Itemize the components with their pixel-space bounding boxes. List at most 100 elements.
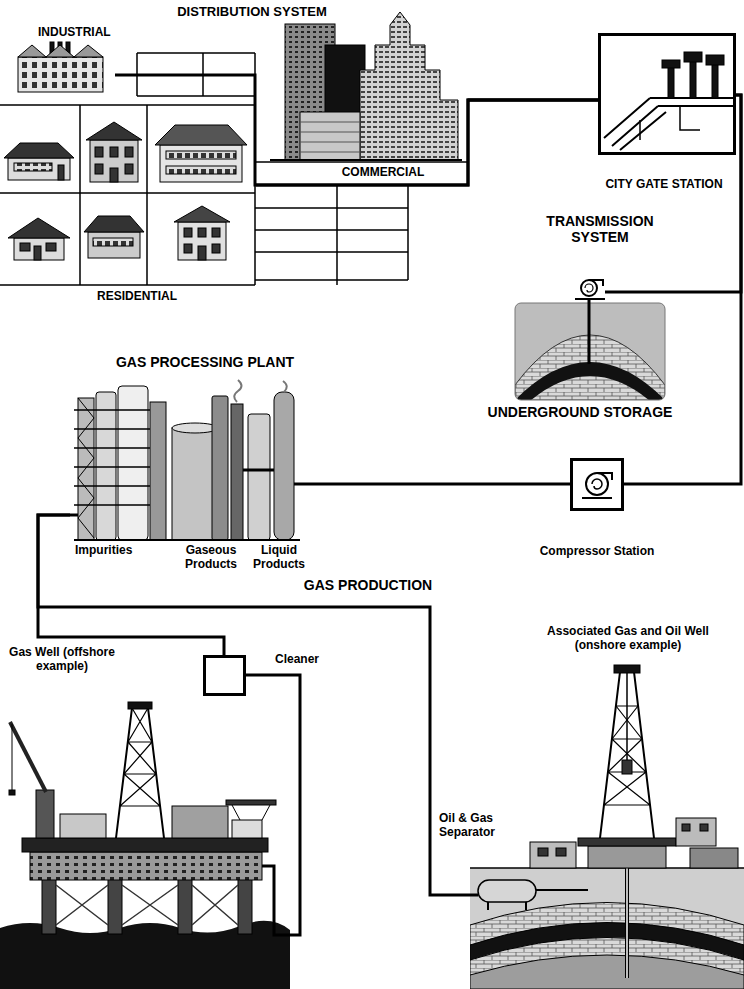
label-text: Cleaner [275,653,322,667]
city-gate-station: CITY GATE STATION [598,33,736,155]
residential-houses-art [125,164,133,174]
gas-processing-plant-art [70,380,310,540]
text-holder: Gaseous Products [184,544,239,572]
city-gate-piping-art [650,98,733,106]
label-text: COMMERCIAL [341,166,426,180]
gas-processing-plant-art [150,402,166,540]
underground-storage-art [575,298,605,300]
onshore-well-art [626,673,628,760]
gas-processing-plant-art [231,404,243,540]
text-holder: Associated Gas and Oil Well (onshore exa… [546,625,710,653]
commercial-building-art [300,112,360,160]
offshore-platform-art [42,878,56,934]
onshore-well-art [700,824,708,831]
residential-houses-art [212,244,220,253]
residential-houses-art [58,165,64,180]
label-text: UNDERGROUND STORAGE [487,404,674,420]
commercial-building: COMMERCIAL [255,10,468,182]
offshore-platform-art [178,878,192,934]
gas-processing-plant-art [294,483,310,486]
underground-storage-art [515,280,682,415]
industrial-building-art [18,42,103,92]
commercial-building-art [270,159,462,161]
residential-houses-art [4,122,247,260]
onshore-well-art [470,868,744,989]
offshore-platform-art [10,722,46,792]
gas-processing-plant-art [283,381,287,392]
city-gate-piping-art [712,60,718,98]
gas-processing-plant-art [96,392,116,540]
onshore-well-art [600,672,654,838]
residential-houses-art [90,140,138,182]
offshore-platform-art [60,814,106,838]
onshore-well-art [470,903,744,989]
onshore-well-art [614,665,640,673]
gas-processing-plant-art [172,423,218,433]
text-holder: Gas Well (offshore example) [7,646,117,674]
compressor-symbol-art [597,473,612,480]
onshore-well-art [470,665,744,989]
residential-houses-art [20,243,30,251]
gas-processing-plant-art [234,380,241,402]
cleaner-box: Cleaner [203,655,246,696]
city-gate-piping-art [640,106,700,140]
text-holder: DISTRIBUTION SYSTEM [176,5,328,20]
residential-houses-art [166,166,236,174]
onshore-well-art [478,880,536,902]
residential-houses-art [46,243,56,251]
residential-houses-art [86,122,142,140]
onshore-well-art [470,894,478,897]
text-holder: INDUSTRIAL [38,26,113,40]
residential-houses-art [212,228,220,237]
onshore-well-art [536,889,588,891]
label-text: Impurities [75,544,135,558]
offshore-platform-art [108,878,122,934]
residential-houses-art [95,147,103,157]
commercial-building-art [270,12,462,160]
residential-houses-art [95,164,103,174]
city-gate-piping-art [662,60,680,68]
underground-storage-art [605,291,682,294]
text-holder: TRANSMISSION SYSTEM [545,213,655,245]
offshore-platform-art [56,885,238,925]
text-holder: CITY GATE STATION [604,178,724,192]
residential-houses-art [184,244,192,253]
offshore-platform-art [262,866,286,935]
offshore-platform-art [36,790,54,838]
distribution-grid [0,53,255,285]
label-text: INDUSTRIAL [38,26,113,40]
city-gate-piping-art [604,52,733,150]
offshore-platform-art [120,708,160,806]
label-text: CITY GATE STATION [604,178,724,192]
offshore-gas-well: Gas Well (offshore example) [0,700,286,989]
text-holder: Impurities [75,544,135,558]
gas-processing-plant-art [74,410,152,505]
residential-houses-art [184,228,192,237]
gas-processing-plant-art [74,539,300,541]
offshore-platform-art [238,878,252,934]
offshore-platform-art [30,852,262,880]
residential-houses-art [198,246,206,260]
underground-storage-art [585,284,593,292]
label-text: RESIDENTIAL [96,290,179,304]
city-gate-piping-art [604,98,666,150]
label-text: Oil & Gas Separator [437,812,500,840]
text-holder: COMMERCIAL [341,166,426,180]
pipeline [38,515,224,655]
residential-houses-art [166,151,236,159]
onshore-well-art [626,852,628,978]
offshore-platform-art [128,702,152,709]
underground-storage-art [581,280,597,296]
residential-houses-art [110,168,118,182]
underground-storage: UNDERGROUND STORAGE [478,272,682,424]
city-gate-piping-art [706,55,724,65]
underground-storage-art [589,280,603,286]
onshore-well-art [622,760,632,774]
onshore-well-art [488,902,526,910]
compressor-symbol-art [582,473,612,498]
offshore-platform-art [226,800,276,805]
label-text: Liquid Products [252,544,307,572]
residential-area: RESIDENTIAL [0,105,256,307]
